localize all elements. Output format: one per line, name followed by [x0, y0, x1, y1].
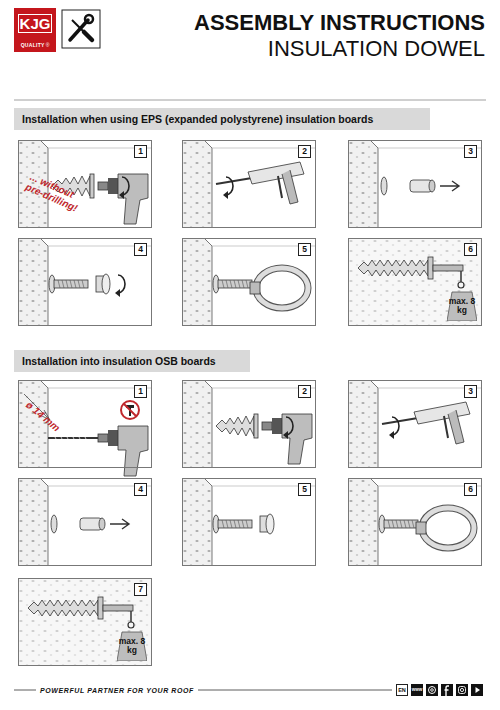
step-illustration: [182, 380, 316, 468]
step-number: 2: [298, 385, 311, 398]
step-panel: 2: [182, 140, 316, 228]
section-band: Installation when using EPS (expanded po…: [14, 108, 430, 130]
brand-tagline: QUALITY: [21, 42, 45, 48]
footer-slogan: POWERFUL PARTNER FOR YOUR ROOF: [36, 686, 198, 695]
step-illustration: [18, 140, 152, 228]
weight-box: max. 8 kg: [117, 629, 147, 661]
divider-line: [14, 100, 486, 101]
step-illustration: [348, 238, 482, 326]
weight-box: max. 8 kg: [447, 289, 477, 321]
step-number: 4: [134, 243, 147, 256]
step-panel: 3: [348, 140, 482, 228]
step-illustration: [18, 238, 152, 326]
step-panel: 2: [182, 380, 316, 468]
step-number: 6: [464, 483, 477, 496]
step-note: ... without pre-drilling!: [24, 171, 91, 217]
step-number: 3: [464, 145, 477, 158]
step-illustration: [18, 478, 152, 566]
step-panel: 6 max. 8 kg: [348, 238, 482, 326]
step-number: 5: [298, 243, 311, 256]
step-illustration: [182, 140, 316, 228]
step-panel: 4: [18, 478, 152, 566]
load-limit: max. 8 kg: [117, 629, 147, 655]
step-number: 2: [298, 145, 311, 158]
logo-badge: KJG QUALITY®: [14, 8, 56, 52]
step-illustration: [348, 380, 482, 468]
step-panel: 5: [182, 238, 316, 326]
step-panel: 1 ø 14 mm: [18, 380, 152, 468]
step-panel: 1 ... without pre-drilling!: [18, 140, 152, 228]
step-illustration: [18, 380, 152, 476]
step-panel: 7 max. 8 kg: [18, 578, 152, 666]
step-number: 5: [298, 483, 311, 496]
web-icon: www: [411, 684, 423, 696]
step-illustration: [182, 238, 316, 326]
registered-mark: ®: [46, 42, 50, 48]
step-panel: 6: [348, 478, 482, 566]
step-note: ø 14 mm: [24, 399, 80, 449]
step-number: 4: [134, 483, 147, 496]
step-panel: 5: [182, 478, 316, 566]
brand-name: KJG: [18, 14, 52, 33]
step-illustration: [348, 140, 482, 228]
step-illustration: [18, 578, 152, 666]
page-title: ASSEMBLY INSTRUCTIONS: [194, 10, 485, 36]
section-band: Installation into insulation OSB boards: [14, 350, 250, 372]
step-panel: 3: [348, 380, 482, 468]
step-number: 7: [134, 583, 147, 596]
section-heading: Installation when using EPS (expanded po…: [14, 108, 430, 130]
step-number: 3: [464, 385, 477, 398]
document-subtitle: INSULATION DOWEL: [268, 36, 485, 62]
section-heading: Installation into insulation OSB boards: [14, 350, 250, 372]
load-limit: max. 8 kg: [447, 289, 477, 315]
step-illustration: [348, 478, 482, 566]
language-badge: EN: [396, 684, 408, 696]
step-illustration: [182, 478, 316, 566]
step-number: 1: [134, 145, 147, 158]
social-icons: [426, 684, 483, 696]
step-number: 1: [134, 385, 147, 398]
step-panel: 4: [18, 238, 152, 326]
step-number: 6: [464, 243, 477, 256]
tools-icon: [62, 10, 100, 48]
